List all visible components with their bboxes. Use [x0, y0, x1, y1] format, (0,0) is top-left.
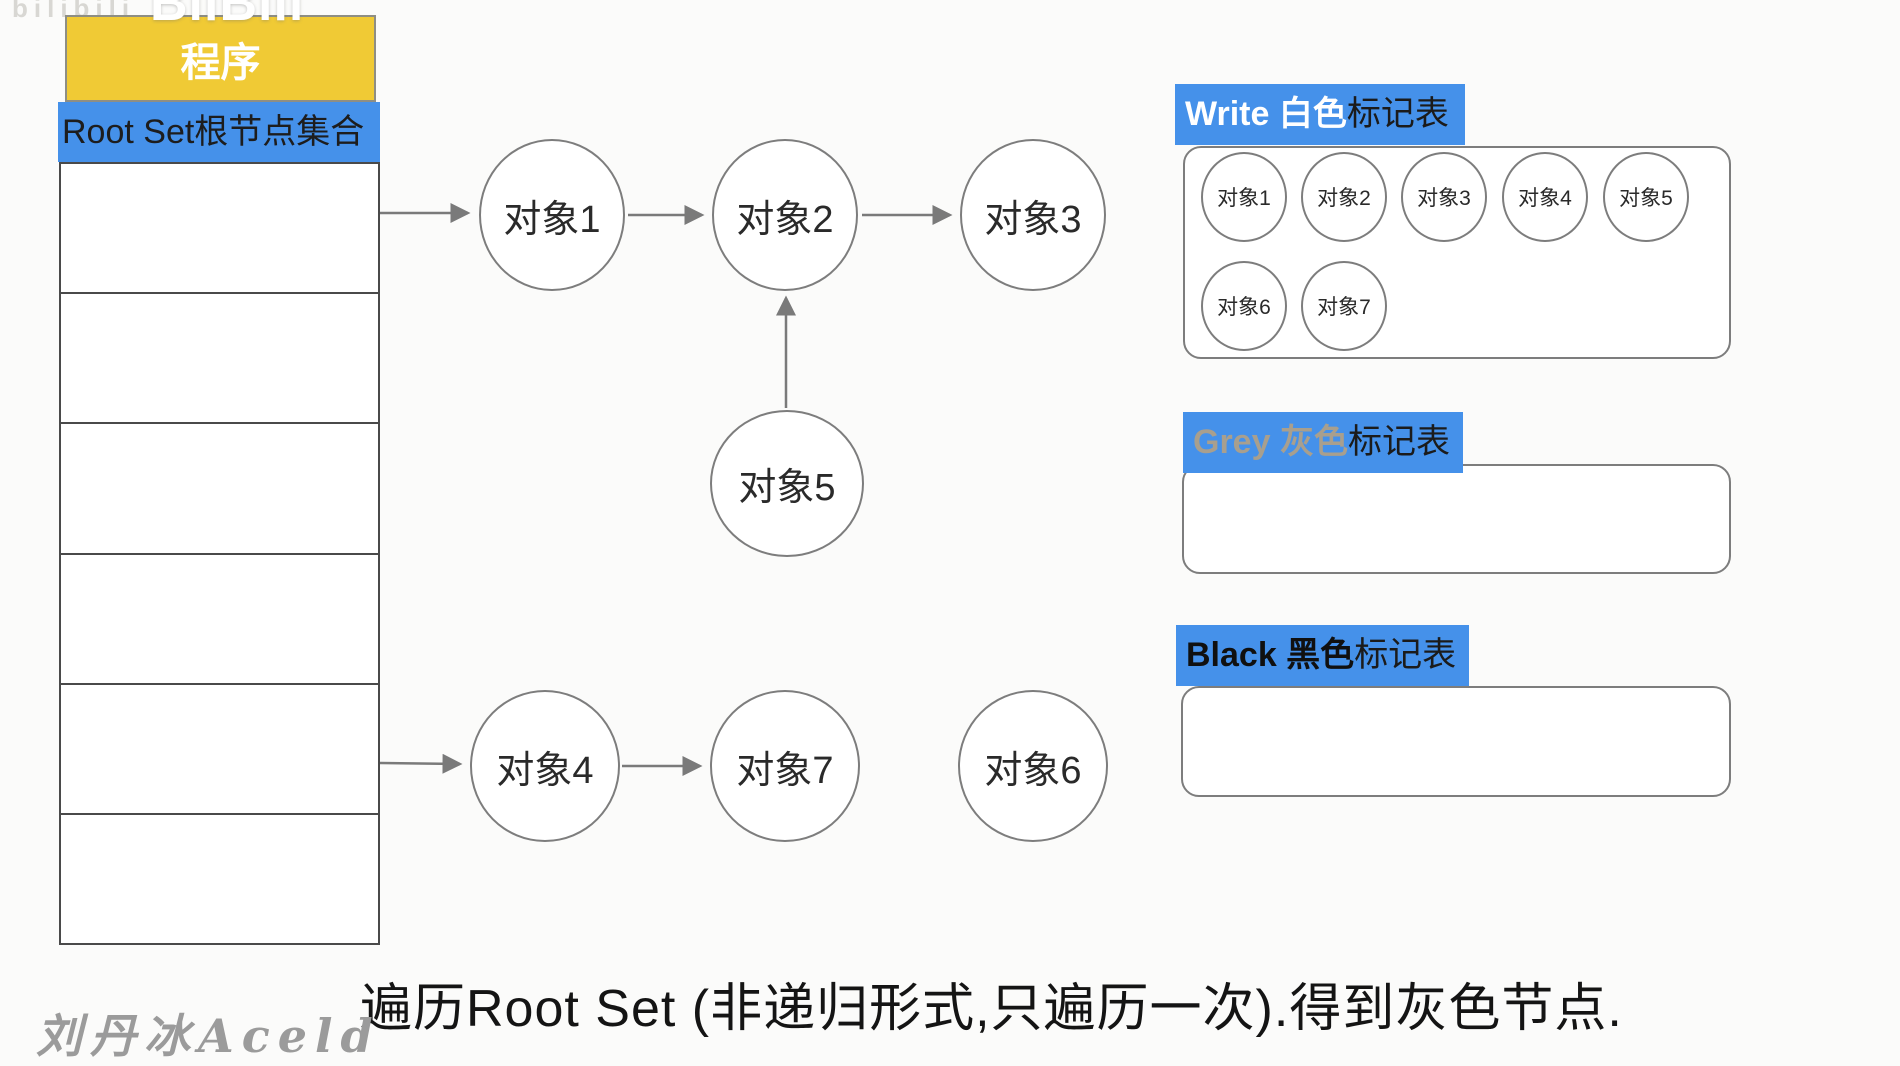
member-label: 对象3	[1417, 187, 1471, 210]
edge-rootset-to-obj4	[379, 753, 463, 774]
white-table-member-obj6: 对象6	[1201, 261, 1287, 351]
grey-table-label: Grey 灰色标记表	[1183, 412, 1463, 473]
white-table-member-obj7: 对象7	[1301, 261, 1387, 351]
black-table-box	[1181, 686, 1731, 797]
member-label: 对象7	[1317, 296, 1371, 319]
rootset-header: Root Set根节点集合	[58, 102, 380, 162]
white-table-member-obj5: 对象5	[1603, 152, 1689, 242]
grey-table-label-suffix: 标记表	[1347, 423, 1450, 461]
member-label: 对象6	[1217, 296, 1271, 319]
white-table-member-obj4: 对象4	[1502, 152, 1588, 242]
member-label: 对象1	[1217, 187, 1271, 210]
program-box-label: 程序	[180, 40, 261, 85]
white-table-label-suffix: 标记表	[1346, 95, 1449, 133]
node-label: 对象1	[503, 198, 601, 241]
graph-node-obj2: 对象2	[712, 139, 858, 291]
graph-node-obj1: 对象1	[479, 139, 625, 291]
node-label: 对象3	[984, 198, 1082, 241]
author-signature: 刘丹冰Aceld	[36, 1009, 381, 1063]
black-table-label-suffix: 标记表	[1354, 636, 1457, 674]
rootset-row	[61, 815, 378, 943]
rootset-table	[59, 162, 380, 945]
rootset-row	[61, 555, 378, 685]
black-table-label-highlight: Black 黑色	[1186, 636, 1355, 674]
grey-table-box	[1182, 464, 1731, 574]
white-table-member-obj1: 对象1	[1201, 152, 1287, 242]
program-box: 程序	[65, 15, 376, 102]
black-table-label: Black 黑色标记表	[1176, 625, 1469, 686]
member-label: 对象4	[1518, 187, 1572, 210]
node-label: 对象6	[984, 749, 1082, 792]
graph-node-obj5: 对象5	[710, 410, 864, 557]
rootset-row	[61, 685, 378, 815]
graph-node-obj6: 对象6	[958, 690, 1108, 842]
rootset-row	[61, 424, 378, 555]
node-label: 对象2	[736, 198, 834, 241]
bilibili-logo-watermark: BilBili	[150, 0, 305, 32]
node-label: 对象5	[738, 467, 836, 509]
white-table-label-highlight: Write 白色	[1185, 95, 1347, 133]
graph-node-obj4: 对象4	[470, 690, 620, 842]
graph-node-obj7: 对象7	[710, 690, 860, 842]
rootset-row	[61, 294, 378, 425]
white-table-member-obj3: 对象3	[1401, 152, 1487, 242]
graph-node-obj3: 对象3	[960, 139, 1106, 291]
white-table-member-obj2: 对象2	[1301, 152, 1387, 242]
node-label: 对象7	[736, 749, 834, 792]
member-label: 对象5	[1619, 187, 1673, 210]
white-table-label: Write 白色标记表	[1175, 84, 1465, 145]
rootset-row	[61, 164, 378, 295]
node-label: 对象4	[496, 749, 594, 792]
grey-table-label-highlight: Grey 灰色	[1193, 423, 1348, 461]
member-label: 对象2	[1317, 187, 1371, 210]
caption-text: 遍历Root Set (非递归形式,只遍历一次).得到灰色节点.	[360, 980, 1623, 1038]
